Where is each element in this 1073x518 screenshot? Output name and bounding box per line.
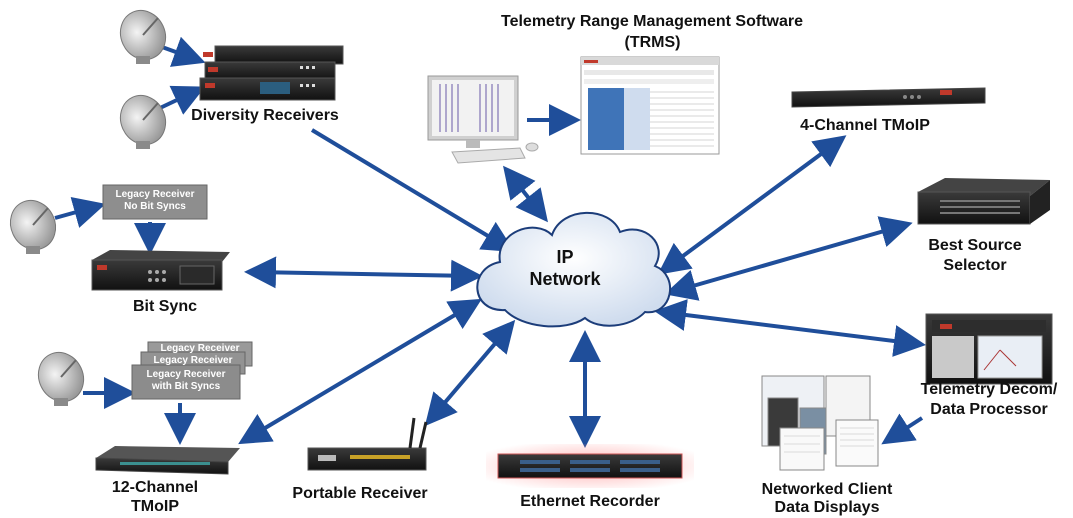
arrow-portable-to-network <box>424 319 516 427</box>
legacy-stack-front-text1: Legacy Receiver <box>146 369 226 380</box>
diversity-receivers-image <box>199 45 344 101</box>
satellite-dish-icon <box>119 95 167 149</box>
arrow-dish-bottom-to-receivers <box>159 85 206 115</box>
networked-displays-image <box>761 375 879 471</box>
arrow-decom-to-displays <box>881 413 924 445</box>
arrow-dish-top-to-receivers <box>161 36 206 67</box>
label-networked-2: Data Displays <box>774 499 880 516</box>
label-four-channel-tmoip: 4-Channel TMoIP <box>800 117 930 134</box>
ip-network-cloud <box>476 211 672 328</box>
legacy-stack-middle-label: Legacy Receiver <box>141 355 245 367</box>
arrow-diversity-to-network <box>310 128 515 253</box>
bit-sync-image <box>91 250 230 291</box>
legacy-stack-front-label: Legacy Receiver with Bit Syncs <box>132 369 240 399</box>
label-decom-2: Data Processor <box>930 401 1048 418</box>
label-twelve-channel-2: TMoIP <box>131 498 179 515</box>
label-networked-1: Networked Client <box>761 481 893 498</box>
four-channel-tmoip-image <box>791 87 986 108</box>
arrow-bit-sync-to-network <box>244 256 483 292</box>
ethernet-recorder-image <box>486 444 694 488</box>
legacy-stack-back-text: Legacy Receiver <box>160 343 240 354</box>
arrow-network-to-best-source <box>664 216 913 301</box>
legacy-stack-front <box>131 364 241 400</box>
cloud-label-ip: IP <box>556 247 574 267</box>
portable-receiver-image <box>307 417 428 471</box>
best-source-selector-image <box>917 178 1050 225</box>
trms-screenshot-image <box>580 56 720 155</box>
label-portable-receiver: Portable Receiver <box>292 485 428 502</box>
label-decom-1: Telemetry Decom/ <box>920 381 1058 398</box>
label-best-source-2: Selector <box>943 257 1007 274</box>
arrow-twelve-channel-to-network <box>238 298 482 445</box>
trms-title-line1: Telemetry Range Management Software <box>500 13 803 30</box>
label-bit-sync: Bit Sync <box>132 298 197 315</box>
cloud-label-network: Network <box>529 269 601 289</box>
workstation-image <box>427 75 539 164</box>
legacy-receiver-no-bitsync: Legacy Receiver No Bit Syncs <box>103 185 207 219</box>
legacy-receiver-box-shape <box>102 184 208 220</box>
legacy-stack-middle-text: Legacy Receiver <box>153 355 233 366</box>
twelve-channel-tmoip-image <box>95 446 240 475</box>
legacy-stack-back-label: Legacy Receiver <box>148 343 252 355</box>
satellite-dish-icon <box>37 352 85 406</box>
label-diversity-receivers: Diversity Receivers <box>191 107 339 124</box>
arrow-network-to-decom <box>654 299 926 357</box>
label-ethernet-recorder: Ethernet Recorder <box>520 493 660 510</box>
telemetry-decom-image <box>925 313 1053 385</box>
legacy-stack-front-text2: with Bit Syncs <box>151 381 221 392</box>
arrow-workstation-to-network <box>503 165 548 223</box>
satellite-dish-icon <box>9 200 57 254</box>
label-best-source-1: Best Source <box>928 237 1022 254</box>
arrow-dish-to-legacy <box>54 197 106 228</box>
legacy-no-bitsync-line2: No Bit Syncs <box>124 201 186 212</box>
legacy-no-bitsync-line1: Legacy Receiver <box>115 189 195 200</box>
label-twelve-channel-1: 12-Channel <box>111 479 199 496</box>
connection-arrows <box>54 36 926 448</box>
satellite-dish-icon <box>119 10 167 64</box>
trms-title-line2: (TRMS) <box>624 34 681 51</box>
